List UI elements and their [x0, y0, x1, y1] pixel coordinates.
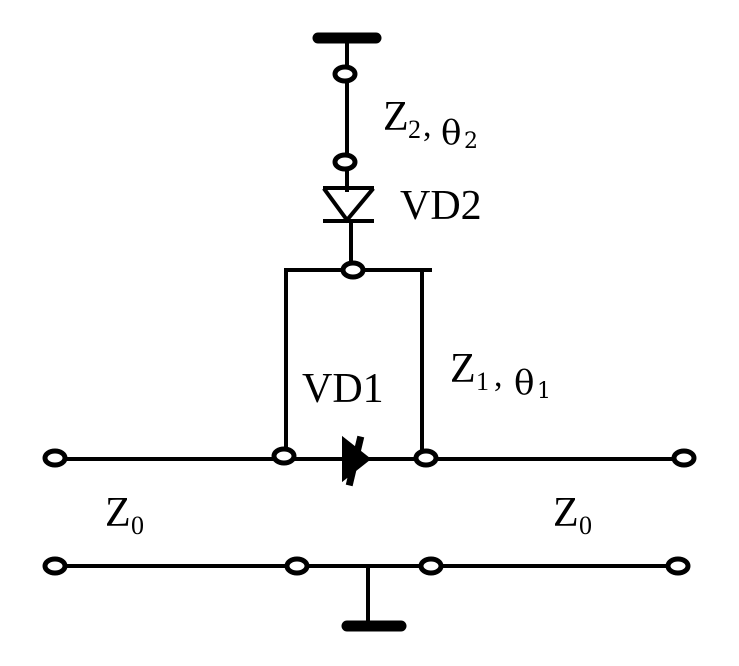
label-z1-sub: 1	[476, 367, 489, 396]
label-z0-right-sub: 0	[579, 511, 592, 540]
label-z2-main: Z	[383, 94, 409, 140]
label-z0-right-main: Z	[553, 490, 579, 536]
label-z0-left-sub: 0	[131, 511, 144, 540]
node-z1-junction	[340, 260, 366, 280]
line-z1-left	[284, 268, 432, 458]
node-vd1-left	[271, 446, 297, 466]
label-z1-sep: ,	[494, 357, 503, 394]
label-theta2-main: θ	[441, 113, 461, 153]
node-right-port-top	[671, 448, 697, 468]
node-left-port-top	[42, 448, 68, 468]
node-z2-top	[332, 64, 358, 84]
node-z2-bottom	[332, 152, 358, 172]
label-vd1: VD1	[302, 366, 384, 412]
label-z0-left-main: Z	[105, 490, 131, 536]
label-vd2: VD2	[400, 183, 482, 229]
node-bottom-right	[418, 556, 444, 576]
label-z0-left: Z 0	[105, 490, 144, 540]
node-left-port-bottom	[42, 556, 68, 576]
vd1-cathode-bar	[345, 435, 365, 487]
label-z1-theta1: Z 1 , θ 1	[450, 346, 551, 404]
label-z2-sub: 2	[408, 115, 421, 144]
label-z2-sep: ,	[423, 107, 432, 144]
label-theta1-main: θ	[514, 363, 534, 403]
label-theta2-sub: 2	[464, 129, 478, 154]
node-bottom-left	[284, 556, 310, 576]
label-z0-right: Z 0	[553, 490, 592, 540]
label-z2-theta2: Z 2 , θ 2	[383, 94, 478, 154]
diode-vd1	[342, 435, 372, 487]
label-z1-main: Z	[450, 346, 476, 392]
node-vd1-right	[413, 448, 439, 468]
node-right-port-bottom	[665, 556, 691, 576]
diode-vd2	[322, 186, 375, 224]
vd2-triangle	[322, 187, 375, 224]
label-theta1-sub: 1	[537, 379, 551, 404]
